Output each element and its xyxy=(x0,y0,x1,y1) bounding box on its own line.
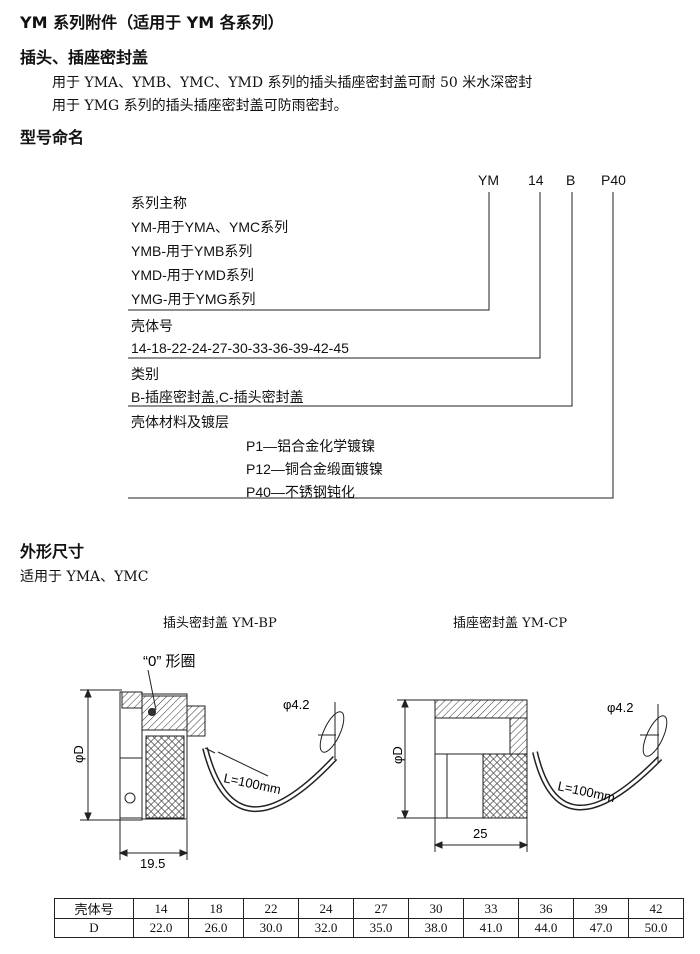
table-cell: 44.0 xyxy=(518,918,574,938)
hole-diameter-label: φ4.2 xyxy=(283,697,310,712)
group-item: YMB-用于YMB系列 xyxy=(131,243,253,259)
table-cell: 35.0 xyxy=(353,918,409,938)
table-row-diameter: D 22.0 26.0 30.0 32.0 35.0 38.0 41.0 44.… xyxy=(54,918,684,938)
group-item: YMG-用于YMG系列 xyxy=(131,291,256,307)
group-item: P40—不锈钢钝化 xyxy=(246,484,355,500)
table-row-label: D xyxy=(54,918,134,938)
table-cell: 42 xyxy=(628,898,684,919)
table-cell: 41.0 xyxy=(463,918,519,938)
table-cell: 26.0 xyxy=(188,918,244,938)
table-row-shell: 壳体号 14 18 22 24 27 30 33 36 39 42 xyxy=(54,898,684,919)
table-cell: 47.0 xyxy=(573,918,629,938)
applies-to-text: 适用于 YMA、YMC xyxy=(20,569,149,585)
receptacle-cap-drawing: φD 25 φ4.2 L=100mm xyxy=(390,698,668,852)
section-heading-dimensions: 外形尺寸 xyxy=(20,542,85,561)
table-cell: 36 xyxy=(518,898,574,919)
table-cell: 39 xyxy=(573,898,629,919)
table-cell: 32.0 xyxy=(298,918,354,938)
table-header-label: 壳体号 xyxy=(54,898,134,919)
group-item: P1—铝合金化学镀镍 xyxy=(246,438,376,454)
group-item: 14-18-22-24-27-30-33-36-39-42-45 xyxy=(131,340,349,356)
section-heading-naming: 型号命名 xyxy=(20,128,85,147)
page-title: YM 系列附件（适用于 YM 各系列） xyxy=(20,13,284,32)
hole-diameter-label: φ4.2 xyxy=(607,700,634,715)
drawing-caption-plug: 插头密封盖 YM-BP xyxy=(163,616,277,631)
code-part-type: B xyxy=(566,172,576,188)
group-title-material: 壳体材料及镀层 xyxy=(131,414,229,430)
lanyard-length-label: L=100mm xyxy=(222,770,282,797)
diameter-label: φD xyxy=(71,745,86,763)
table-cell: 22.0 xyxy=(133,918,189,938)
dimension-table: 壳体号 14 18 22 24 27 30 33 36 39 42 D 22.0… xyxy=(54,898,684,938)
plug-cap-drawing: “0” 形圈 φD 19.5 φ4.2 L=100mm xyxy=(71,653,345,871)
table-cell: 50.0 xyxy=(628,918,684,938)
table-cell: 30.0 xyxy=(243,918,299,938)
group-title-type: 类别 xyxy=(131,366,159,382)
group-title-series: 系列主称 xyxy=(131,195,187,211)
table-cell: 24 xyxy=(298,898,354,919)
drawing-caption-receptacle: 插座密封盖 YM-CP xyxy=(453,616,568,631)
o-ring-label: “0” 形圈 xyxy=(143,653,196,670)
table-cell: 22 xyxy=(243,898,299,919)
group-item: YMD-用于YMD系列 xyxy=(131,267,254,283)
group-item: P12—铜合金缎面镀镍 xyxy=(246,461,383,477)
group-title-shell: 壳体号 xyxy=(131,318,173,334)
table-cell: 14 xyxy=(133,898,189,919)
code-part-series: YM xyxy=(478,172,499,188)
table-cell: 30 xyxy=(408,898,464,919)
section-heading-cover: 插头、插座密封盖 xyxy=(20,48,149,67)
width-dimension-label: 19.5 xyxy=(140,856,165,871)
code-part-shell: 14 xyxy=(528,172,544,188)
group-item: YM-用于YMA、YMC系列 xyxy=(131,219,289,235)
group-item: B-插座密封盖,C-插头密封盖 xyxy=(131,389,304,405)
table-cell: 27 xyxy=(353,898,409,919)
table-cell: 33 xyxy=(463,898,519,919)
width-dimension-label: 25 xyxy=(473,826,487,841)
code-part-material: P40 xyxy=(601,172,626,188)
naming-bracket-lines xyxy=(128,192,614,499)
description-line: 用于 YMA、YMB、YMC、YMD 系列的插头插座密封盖可耐 50 米水深密封 xyxy=(52,75,533,91)
table-cell: 18 xyxy=(188,898,244,919)
description-line: 用于 YMG 系列的插头插座密封盖可防雨密封。 xyxy=(52,98,348,114)
table-cell: 38.0 xyxy=(408,918,464,938)
diameter-label: φD xyxy=(390,746,405,764)
